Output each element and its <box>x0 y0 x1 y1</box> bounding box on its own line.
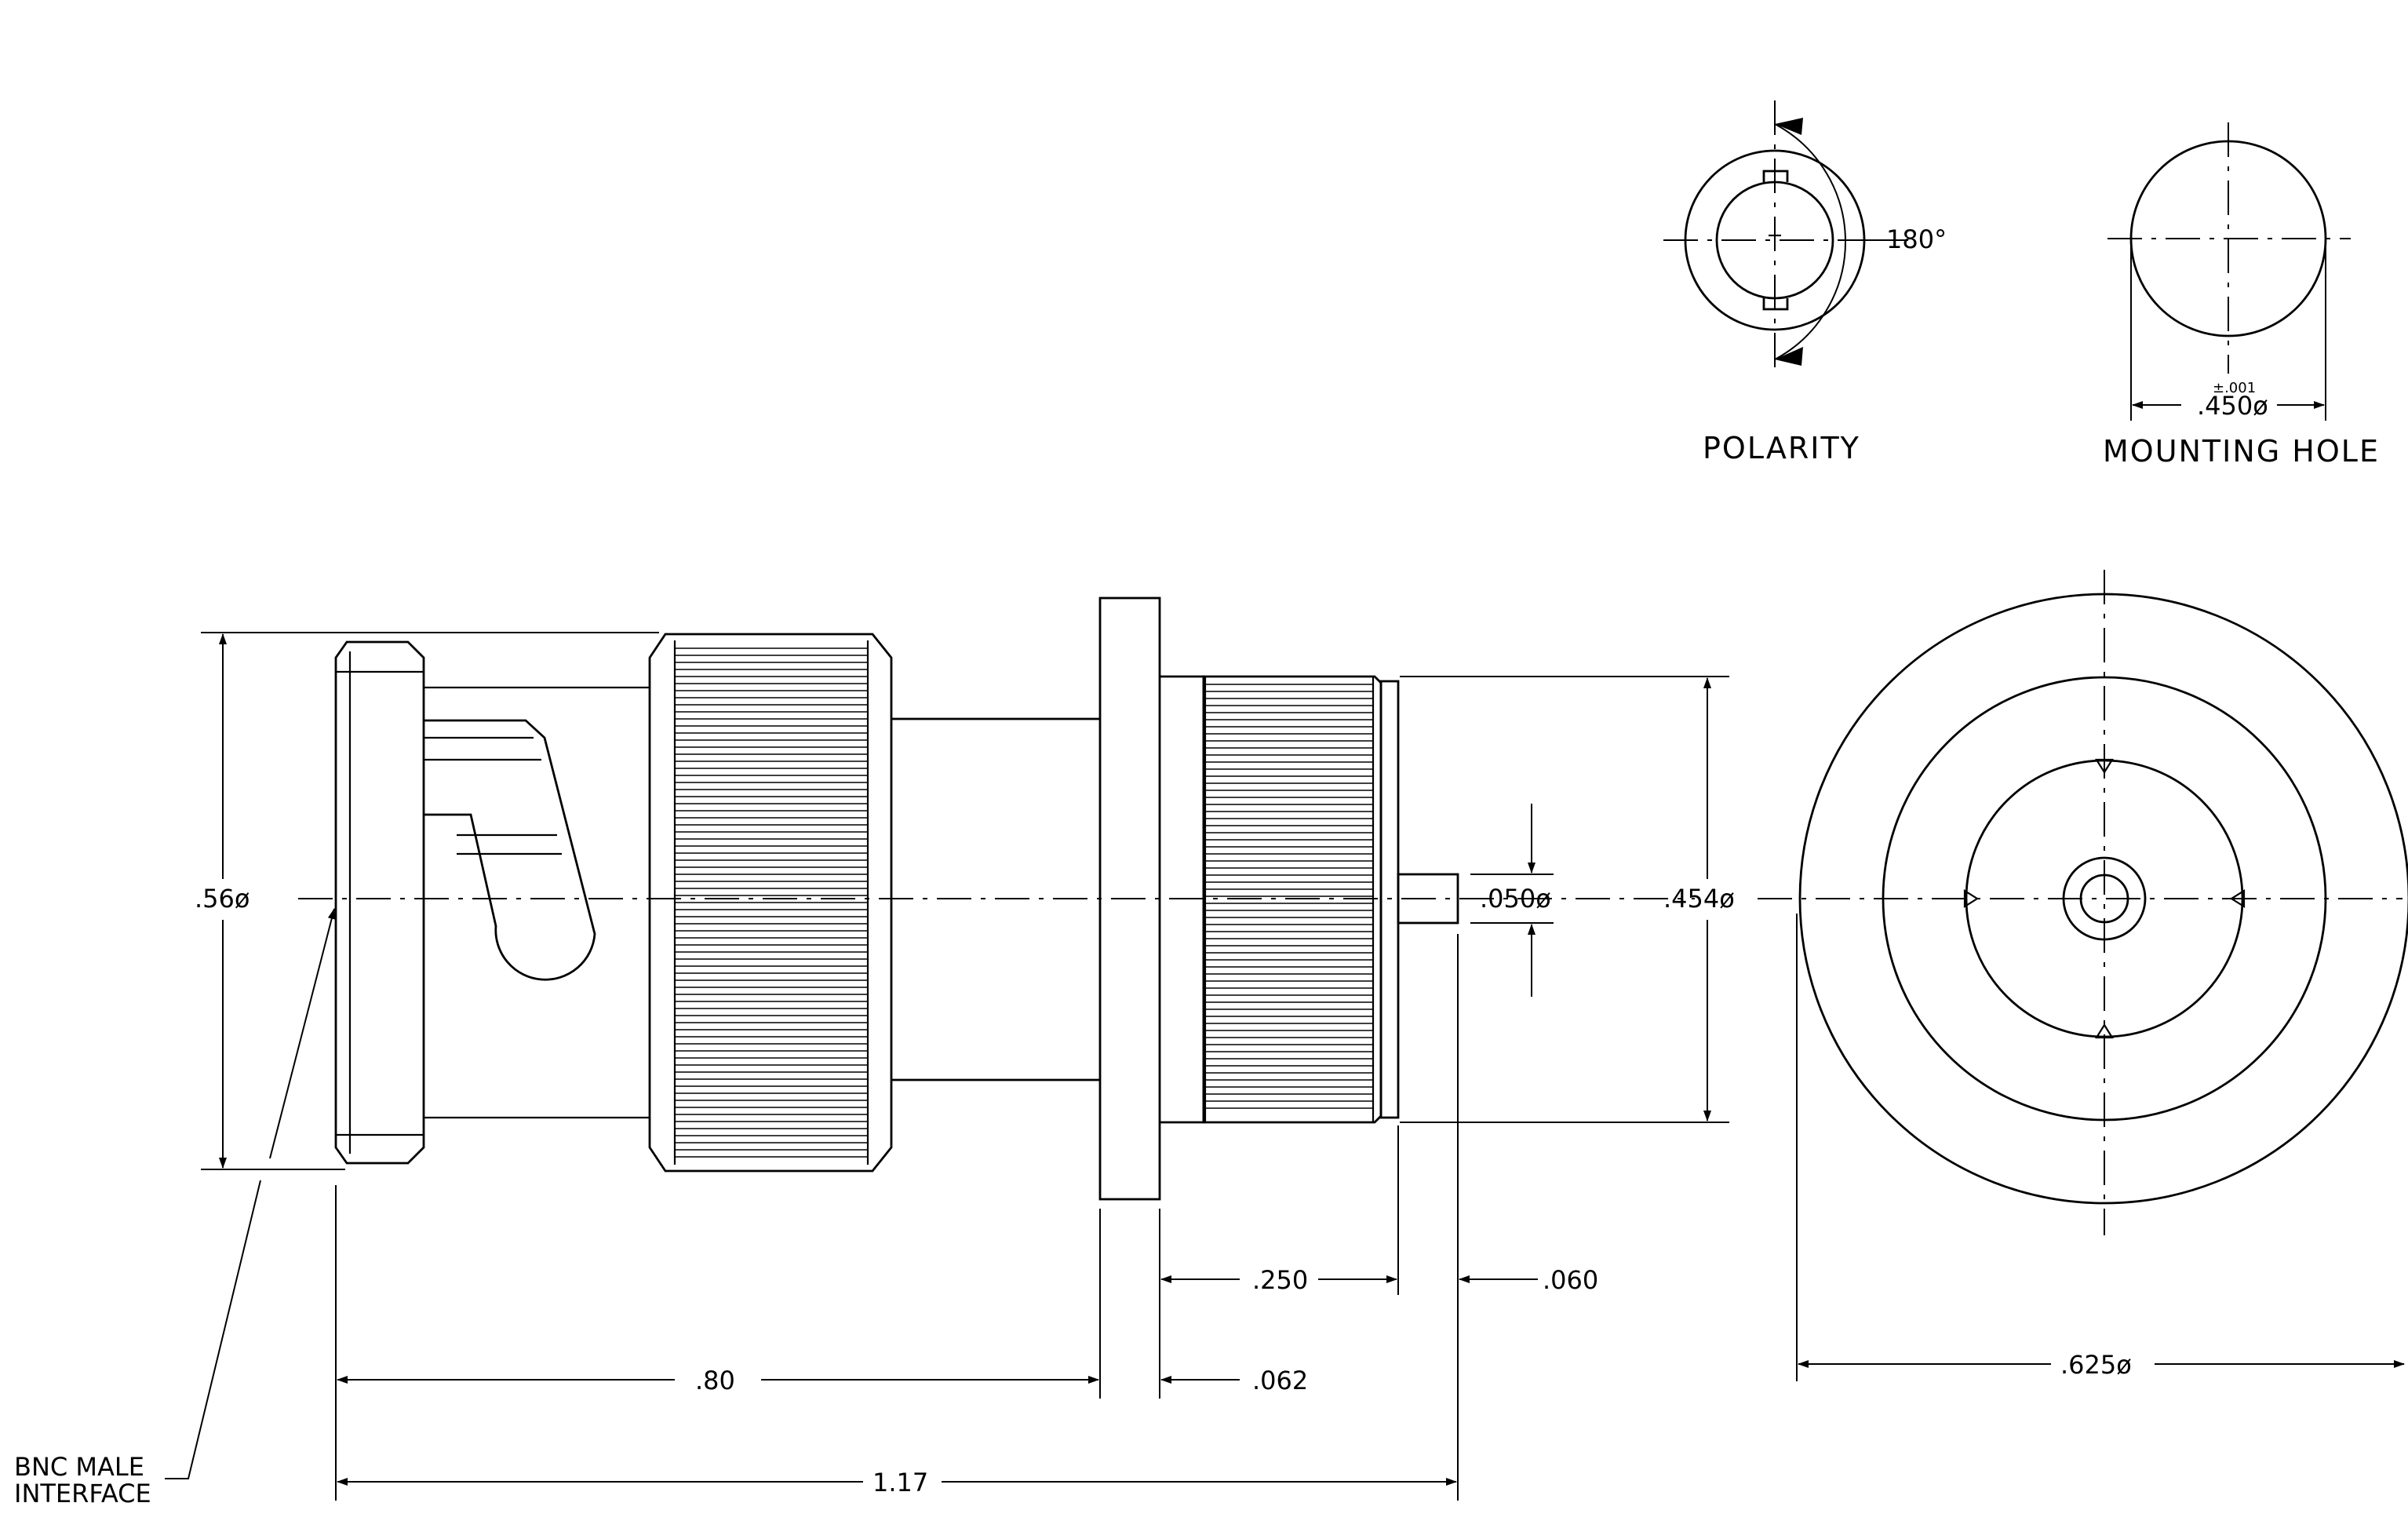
dim-nut-length: .250 <box>1252 1265 1308 1295</box>
dim-flange-thickness: .062 <box>1252 1366 1308 1395</box>
polarity-view: 180° POLARITY <box>1663 100 1947 465</box>
dim-overall-diameter: .56ø <box>195 884 250 914</box>
polarity-angle-label: 180° <box>1886 224 1947 254</box>
dim-panel-nut-diameter: .454ø <box>1663 884 1735 914</box>
mounting-hole-tolerance: ±.001 <box>2213 380 2256 396</box>
dim-overall-length: 1.17 <box>872 1468 928 1497</box>
knurl-left <box>673 640 869 1165</box>
connector-front-view <box>1758 570 2408 1235</box>
mounting-hole-diameter: .450ø <box>2197 391 2268 421</box>
mounting-hole-title: MOUNTING HOLE <box>2103 434 2380 469</box>
dimension-lines <box>165 632 2405 1501</box>
mounting-hole-view: ±.001 .450ø MOUNTING HOLE <box>2103 122 2380 469</box>
dimension-labels: .56ø .454ø .050ø .80 .062 .250 .060 1.17… <box>14 884 2132 1508</box>
callout-interface-line1: BNC MALE <box>14 1452 144 1482</box>
callout-interface-line2: INTERFACE <box>14 1479 151 1508</box>
dim-length-to-flange: .80 <box>695 1366 735 1395</box>
connector-side-view <box>298 596 1695 1201</box>
dim-pin-protrusion: .060 <box>1543 1265 1598 1295</box>
dim-front-diameter: .625ø <box>2060 1350 2132 1380</box>
dim-pin-diameter: .050ø <box>1480 884 1551 914</box>
knurl-right <box>1204 677 1375 1122</box>
polarity-title: POLARITY <box>1703 431 1860 465</box>
